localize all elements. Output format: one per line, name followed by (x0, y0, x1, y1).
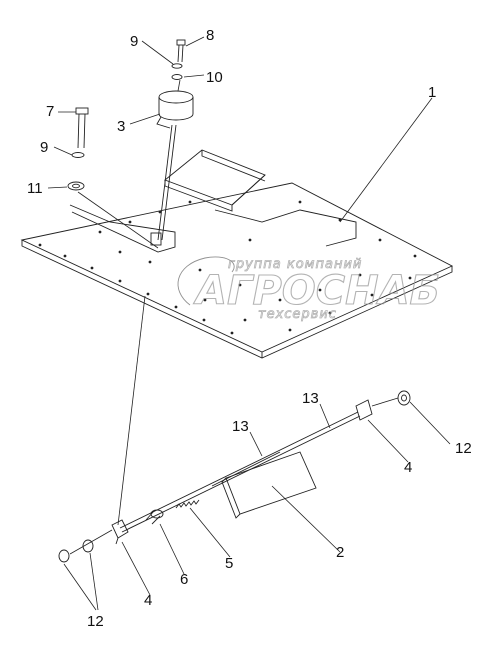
washer-9-left (71, 152, 85, 158)
floor-plate (20, 149, 454, 359)
bracket-4-upper (355, 399, 373, 421)
callout-11: 11 (27, 180, 43, 197)
callout-8: 8 (206, 27, 214, 44)
bolt-8 (176, 39, 186, 63)
callout-5: 5 (225, 555, 233, 572)
callout-7: 7 (46, 103, 54, 120)
nut-10 (171, 74, 183, 80)
horn-unit (156, 90, 194, 241)
washer-12-a (58, 549, 70, 563)
bolt-7 (75, 107, 89, 149)
spring-5 (175, 499, 200, 509)
callout-13-right: 13 (302, 390, 319, 407)
callout-3: 3 (117, 118, 125, 135)
callout-1: 1 (428, 84, 436, 101)
callout-9-left: 9 (40, 139, 48, 156)
washer-9-top (171, 63, 183, 69)
bushing-11 (67, 181, 85, 191)
watermark-line1: группа компаний (228, 257, 362, 272)
watermark-line2: АГРОСНАБ (193, 268, 440, 314)
washer-12-b (82, 539, 94, 553)
callout-4-upper: 4 (404, 459, 412, 476)
cover-plate-2 (221, 451, 317, 519)
callout-9-top: 9 (130, 33, 138, 50)
watermark-line3: техсервис (258, 307, 337, 322)
callout-4-lower: 4 (144, 592, 152, 609)
callout-12-lower: 12 (87, 613, 104, 630)
bracket-4-lower (111, 519, 129, 545)
callout-10: 10 (206, 69, 223, 86)
sleeve-6 (145, 509, 164, 525)
plate-holes (38, 200, 417, 335)
washer-12-c (397, 390, 411, 406)
callout-12-upper: 12 (455, 440, 472, 457)
callout-13-left: 13 (232, 418, 249, 435)
callout-2: 2 (336, 544, 344, 561)
callout-numbers: 1 2 3 4 4 5 6 7 8 9 9 10 11 12 12 13 13 (27, 27, 472, 630)
watermark: группа компаний АГРОСНАБ техсервис (177, 256, 441, 322)
leader-lines (47, 36, 451, 611)
callout-6: 6 (180, 571, 188, 588)
